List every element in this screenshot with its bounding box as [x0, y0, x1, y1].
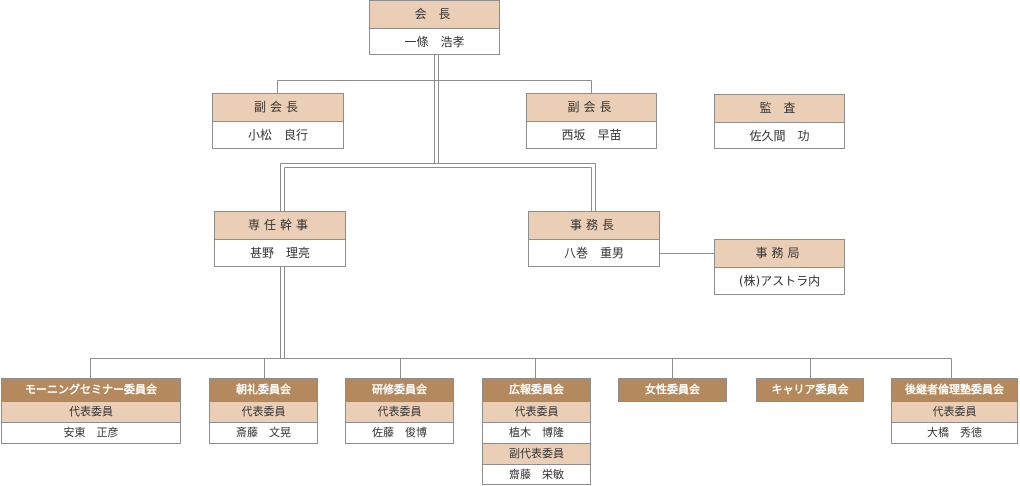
- committee-member-name: 大橋 秀徳: [927, 426, 982, 439]
- committee-role: 代表委員: [210, 401, 317, 423]
- president-box: 会 長 一條 浩孝: [369, 0, 500, 55]
- vice-president-left-name: 小松 良行: [247, 128, 308, 142]
- committee-title: 朝礼委員会: [210, 379, 317, 401]
- vice-president-left-title: 副会長: [213, 94, 343, 122]
- committee-role: 代表委員: [483, 401, 590, 423]
- auditor-box: 監 査 佐久間 功: [714, 94, 845, 149]
- committee-title: 女性委員会: [619, 379, 726, 401]
- president-title: 会 長: [370, 1, 499, 29]
- committee-training: 研修委員会 代表委員 佐藤 俊博: [345, 378, 454, 444]
- secretary-general-name: 八巻 重男: [563, 246, 624, 260]
- committee-title: キャリア委員会: [757, 379, 863, 401]
- committee-morning-assembly: 朝礼委員会 代表委員 斎藤 文晃: [209, 378, 318, 444]
- executive-secretary-title: 専任幹事: [215, 212, 345, 240]
- auditor-name: 佐久間 功: [749, 129, 810, 143]
- committee-member-name: 斎藤 文晃: [236, 426, 291, 439]
- executive-secretary-box: 専任幹事 甚野 理亮: [214, 211, 346, 267]
- vice-president-right-name: 西坂 早苗: [561, 128, 622, 142]
- committee-title: モーニングセミナー委員会: [2, 379, 180, 401]
- committee-member-name: 植木 博隆: [509, 426, 564, 439]
- committee-women: 女性委員会: [618, 378, 727, 402]
- committee-career: キャリア委員会: [756, 378, 864, 402]
- committee-public-relations: 広報委員会 代表委員 植木 博隆 副代表委員 齋藤 栄敏: [482, 378, 591, 485]
- president-name: 一條 浩孝: [404, 35, 465, 49]
- committee-title: 広報委員会: [483, 379, 590, 401]
- committee-member-name: 佐藤 俊博: [372, 426, 427, 439]
- office-name: (株)アストラ内: [738, 274, 821, 288]
- committee-role: 代表委員: [346, 401, 453, 423]
- committee-title: 研修委員会: [346, 379, 453, 401]
- committee-successor-ethics: 後継者倫理塾委員会 代表委員 大橋 秀徳: [891, 378, 1018, 444]
- committee-title: 後継者倫理塾委員会: [892, 379, 1017, 401]
- office-box: 事務局 (株)アストラ内: [714, 239, 845, 295]
- vice-president-left-box: 副会長 小松 良行: [212, 93, 344, 149]
- secretary-general-title: 事務長: [529, 212, 659, 240]
- auditor-title: 監 査: [715, 95, 844, 123]
- committee-morning-seminar: モーニングセミナー委員会 代表委員 安東 正彦: [1, 378, 181, 444]
- committee-role: 代表委員: [892, 401, 1017, 423]
- secretary-general-box: 事務長 八巻 重男: [528, 211, 660, 267]
- executive-secretary-name: 甚野 理亮: [249, 246, 310, 260]
- committee-member-name: 齋藤 栄敏: [509, 468, 564, 481]
- committee-member-name: 安東 正彦: [63, 426, 119, 439]
- office-title: 事務局: [715, 240, 844, 268]
- committee-role: 副代表委員: [483, 443, 590, 465]
- vice-president-right-box: 副会長 西坂 早苗: [526, 93, 657, 149]
- vice-president-right-title: 副会長: [527, 94, 656, 122]
- committee-role: 代表委員: [2, 401, 180, 423]
